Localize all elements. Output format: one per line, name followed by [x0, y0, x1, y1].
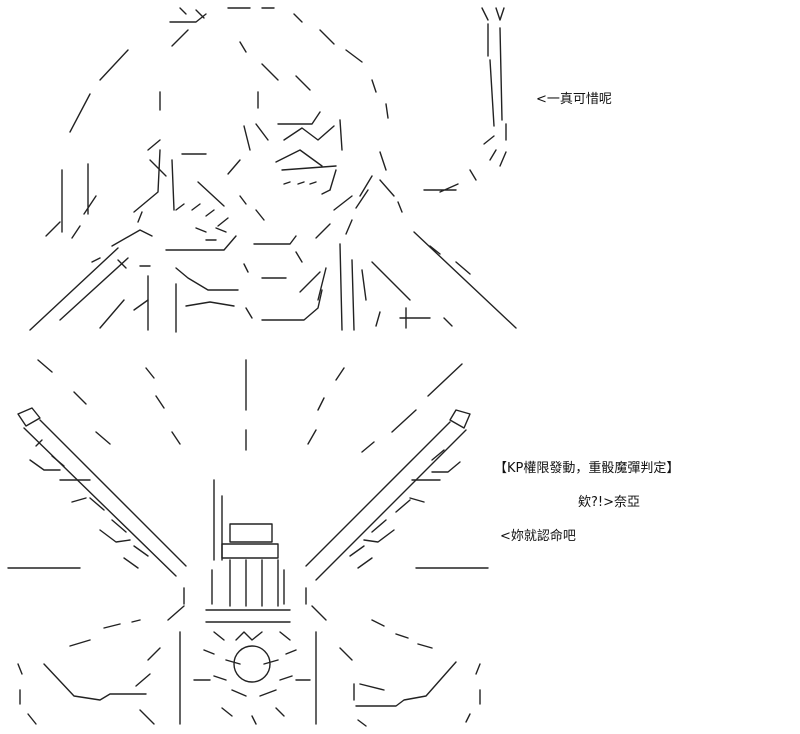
speed-lines [7, 359, 489, 569]
caption-huh-nyar: 欸?!>奈亞 [578, 495, 641, 510]
raised-hand [423, 7, 507, 193]
character-figure [29, 7, 517, 333]
crossed-swords [17, 407, 471, 581]
caption-too-bad: <一真可惜呢 [536, 92, 612, 107]
caption-accept-fate: <妳就認命吧 [500, 529, 576, 544]
bottom-flourishes [17, 619, 481, 727]
magic-circle [179, 631, 317, 725]
caption-kp-power: 【KP權限發動，重骰魔彈判定】 [494, 461, 680, 476]
tower-structure [167, 479, 327, 623]
